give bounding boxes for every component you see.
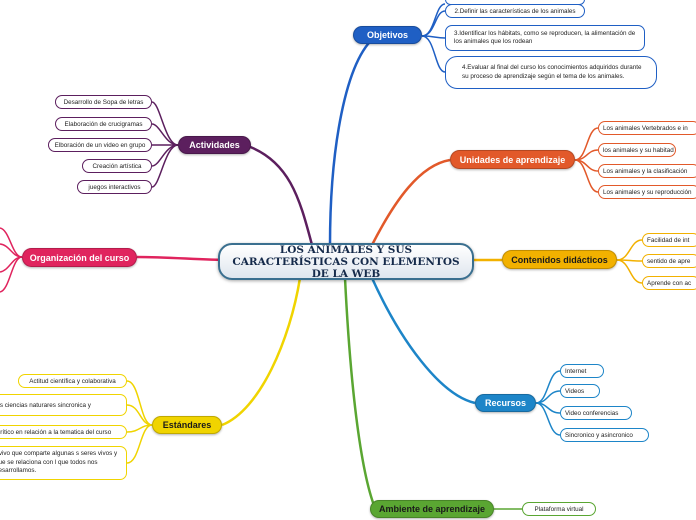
estandares-item-critico[interactable]: -crítico en relación a la tematica del c…: [0, 425, 127, 439]
estandares-item-actitud[interactable]: Actitud científica y colaborativa: [18, 374, 127, 388]
actividades-item-juegos[interactable]: juegos interactivos: [77, 180, 152, 194]
recursos-item-videos[interactable]: Videos: [560, 384, 600, 398]
branch-ambiente[interactable]: Ambiente de aprendizaje: [370, 500, 494, 518]
contenidos-item-sentido[interactable]: sentido de apre: [642, 254, 696, 268]
objetivos-item-2[interactable]: 2.Definir las características de los ani…: [445, 4, 585, 18]
contenidos-item-facilidad[interactable]: Facilidad de int: [642, 233, 696, 247]
central-topic[interactable]: LOS ANIMALES Y SUS CARACTERÍSTICAS CON E…: [218, 243, 474, 280]
link-objetivos: [328, 35, 377, 246]
link-estandares: [221, 277, 302, 427]
contenidos-item-aprende[interactable]: Aprende con ac: [642, 276, 696, 290]
branch-recursos[interactable]: Recursos: [475, 394, 536, 412]
ambiente-item-plataforma[interactable]: Plataforma virtual: [522, 502, 596, 516]
branch-organizacion[interactable]: Organización del curso: [22, 248, 137, 267]
link-organizacion: [136, 255, 231, 262]
estandares-item-ciencias[interactable]: las ciencias naturares sincronica y: [0, 394, 127, 416]
recursos-item-video-conferencias[interactable]: Video conferencias: [560, 406, 632, 420]
branch-estandares[interactable]: Estándares: [152, 416, 222, 434]
branch-objetivos[interactable]: Objetivos: [353, 26, 422, 44]
link-ambiente: [343, 277, 377, 509]
recursos-item-sincronico[interactable]: Sincronico y asincronico: [560, 428, 649, 442]
objetivos-item-3[interactable]: 3.Identificar los hábitats, como se repr…: [445, 25, 645, 51]
actividades-item-crucigramas[interactable]: Elaboración de crucigramas: [55, 117, 152, 131]
branch-contenidos[interactable]: Contenidos didácticos: [502, 250, 617, 269]
unidades-item-vertebrados[interactable]: Los animales Vertebrados e in: [598, 121, 696, 135]
branch-unidades[interactable]: Unidades de aprendizaje: [450, 150, 575, 169]
unidades-item-habitad[interactable]: los animales y su habitad: [598, 143, 676, 157]
link-unidades: [370, 158, 451, 246]
estandares-item-ser-vivo[interactable]: r vivo que comparte algunas s seres vivo…: [0, 446, 127, 480]
link-recursos: [370, 277, 476, 405]
recursos-item-internet[interactable]: Internet: [560, 364, 604, 378]
branch-actividades[interactable]: Actividades: [178, 136, 251, 154]
link-actividades: [244, 143, 314, 246]
unidades-item-reproduccion[interactable]: Los animales y su reproducción: [598, 185, 696, 199]
actividades-item-video[interactable]: Elboración de un video en grupo: [48, 138, 152, 152]
unidades-item-clasificacion[interactable]: Los animales y la clasificación: [598, 164, 696, 178]
actividades-item-creacion[interactable]: Creación artística: [82, 159, 152, 173]
objetivos-item-4[interactable]: 4.Evaluar al final del curso los conocim…: [445, 56, 657, 89]
actividades-item-sopa[interactable]: Desarrollo de Sopa de letras: [55, 95, 152, 109]
